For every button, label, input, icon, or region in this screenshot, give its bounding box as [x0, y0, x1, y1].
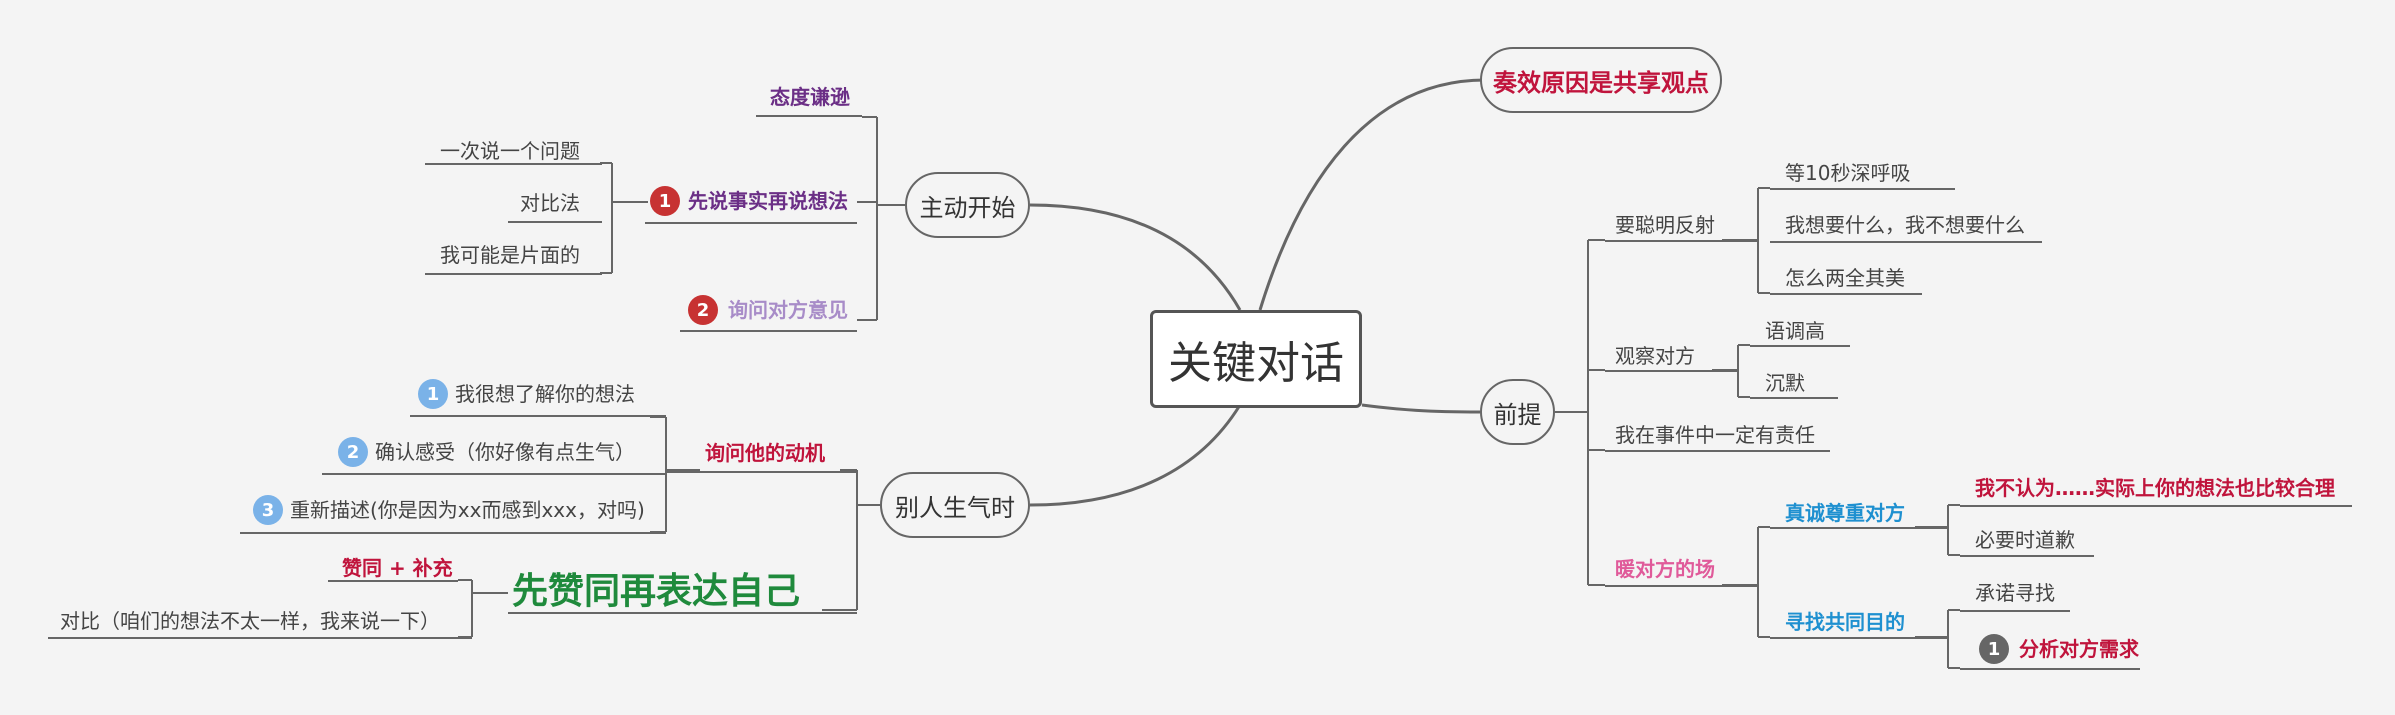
agree-first-label: 先赞同再表达自己 [512, 571, 801, 612]
warm-label: 暖对方的场 [1615, 557, 1715, 581]
fact-child-2: 对比法 [520, 191, 580, 215]
facts-first-label: 先说事实再说想法 [688, 189, 848, 213]
premise-node[interactable]: 前提 [1480, 379, 1555, 445]
badge-motive-3: 3 [253, 495, 283, 525]
common-child-1: 承诺寻找 [1975, 581, 2055, 605]
fact-child-3: 我可能是片面的 [440, 243, 580, 267]
attitude-label: 态度谦逊 [770, 85, 850, 109]
common-child-2: 分析对方需求 [2019, 637, 2139, 661]
connector-center-premise [1361, 403, 1481, 414]
common-label: 寻找共同目的 [1785, 610, 1905, 634]
smart-child-1: 等10秒深呼吸 [1785, 161, 1911, 185]
observe-label: 观察对方 [1615, 344, 1695, 368]
analyze-needs-node[interactable]: 1 分析对方需求 [1975, 630, 2139, 668]
badge-analyze: 1 [1979, 634, 2009, 664]
reason-node[interactable]: 奏效原因是共享观点 [1480, 47, 1722, 113]
central-topic[interactable]: 关键对话 [1150, 310, 1362, 408]
start-label: 主动开始 [919, 193, 1016, 222]
sincere-child-1: 我不认为……实际上你的想法也比较合理 [1975, 476, 2335, 500]
motive-label: 询问他的动机 [705, 441, 825, 465]
badge-motive-1: 1 [418, 379, 448, 409]
badge-1: 1 [650, 186, 680, 216]
motive-child-1: 我很想了解你的想法 [455, 382, 635, 406]
agree-plus-label: 赞同 + 补充 [342, 556, 453, 580]
sincere-label: 真诚尊重对方 [1785, 501, 1905, 525]
compare-label: 对比（咱们的想法不太一样，我来说一下） [60, 609, 440, 633]
start-node[interactable]: 主动开始 [905, 172, 1030, 238]
central-topic-label: 关键对话 [1168, 338, 1344, 389]
motive-child-2: 确认感受（你好像有点生气） [375, 440, 635, 464]
reason-label: 奏效原因是共享观点 [1493, 68, 1709, 97]
premise-label: 前提 [1493, 400, 1542, 429]
connector-center-angry [1029, 404, 1242, 507]
smart-child-2: 我想要什么，我不想要什么 [1785, 213, 2025, 237]
connector-center-reason [1258, 78, 1486, 311]
sincere-child-2: 必要时道歉 [1975, 528, 2075, 552]
connector-center-start [1029, 203, 1242, 311]
badge-2: 2 [688, 295, 718, 325]
angry-label: 别人生气时 [895, 493, 1015, 522]
angry-node[interactable]: 别人生气时 [880, 472, 1030, 538]
ask-opinion-label: 询问对方意见 [728, 298, 848, 322]
observe-child-1: 语调高 [1765, 319, 1825, 343]
motive-child-3: 重新描述(你是因为xx而感到xxx，对吗) [290, 498, 645, 522]
responsibility-label: 我在事件中一定有责任 [1615, 423, 1815, 447]
observe-child-2: 沉默 [1765, 371, 1805, 395]
badge-motive-2: 2 [338, 437, 368, 467]
smart-child-3: 怎么两全其美 [1785, 266, 1905, 290]
fact-child-1: 一次说一个问题 [440, 139, 580, 163]
smart-label: 要聪明反射 [1615, 213, 1715, 237]
